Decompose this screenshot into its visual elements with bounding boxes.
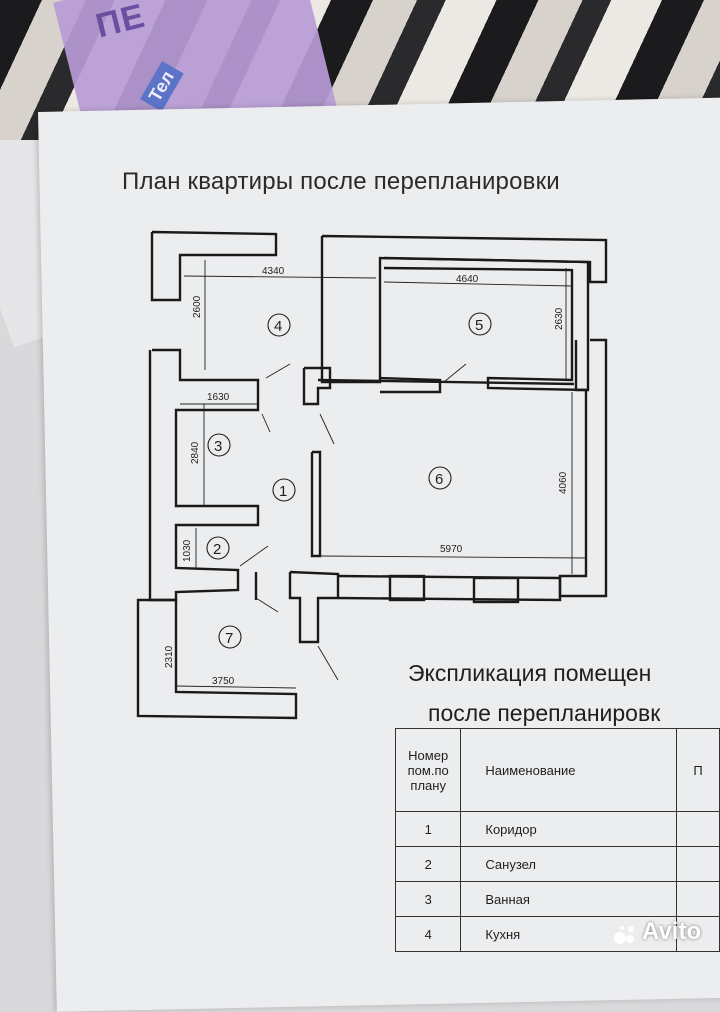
table-row: 4 Кухня <box>394 916 720 952</box>
dim-1030: 1030 <box>182 539 193 562</box>
room-2-marker <box>206 536 230 560</box>
table-row: 2 Санузел <box>394 846 720 882</box>
dim-1630: 1630 <box>207 392 230 403</box>
door-swings <box>239 363 467 681</box>
room-1-number: 1 <box>279 483 287 500</box>
room-4-marker <box>267 313 291 337</box>
room-5-marker <box>468 312 492 336</box>
room-4-number: 4 <box>274 318 282 335</box>
floor-plan: 4340 4640 2600 2630 1630 2840 4060 1030 … <box>136 230 608 720</box>
room-1-marker <box>272 478 296 502</box>
dim-2310: 2310 <box>164 645 175 668</box>
dim-2840: 2840 <box>190 441 201 464</box>
dim-2600: 2600 <box>192 295 203 318</box>
header-cut: П <box>676 728 720 812</box>
explication-table: Номер пом.по плану Наименование П 1 Кори… <box>394 728 720 952</box>
avito-logo-icon <box>614 926 634 944</box>
dimension-lines <box>175 260 587 692</box>
avito-watermark: Avito <box>642 918 702 945</box>
room-2-number: 2 <box>213 541 221 558</box>
dim-5970: 5970 <box>440 544 463 555</box>
header-number: Номер пом.по плану <box>394 728 462 812</box>
room-3-number: 3 <box>214 438 222 455</box>
room-7-marker <box>218 625 242 649</box>
dim-4340: 4340 <box>262 266 285 277</box>
dim-4060: 4060 <box>558 471 569 494</box>
table-row: 3 Ванная <box>394 881 720 917</box>
dim-3750: 3750 <box>212 676 235 687</box>
room-3-marker <box>207 433 231 457</box>
room-6-marker <box>428 466 452 490</box>
room-6-number: 6 <box>435 471 443 488</box>
explication-title-line1: Экспликация помещен <box>408 660 652 686</box>
table-row: 1 Коридор <box>394 811 720 847</box>
table-header-row: Номер пом.по плану Наименование П <box>394 728 720 812</box>
dim-4640: 4640 <box>456 274 479 285</box>
plan-title: План квартиры после перепланировки <box>122 168 560 195</box>
dim-2630: 2630 <box>554 307 565 330</box>
explication-title-line2: после перепланировк <box>428 700 661 726</box>
header-name: Наименование <box>460 728 678 812</box>
room-5-number: 5 <box>475 317 483 334</box>
room-7-number: 7 <box>225 630 233 647</box>
outer-walls <box>136 230 608 720</box>
